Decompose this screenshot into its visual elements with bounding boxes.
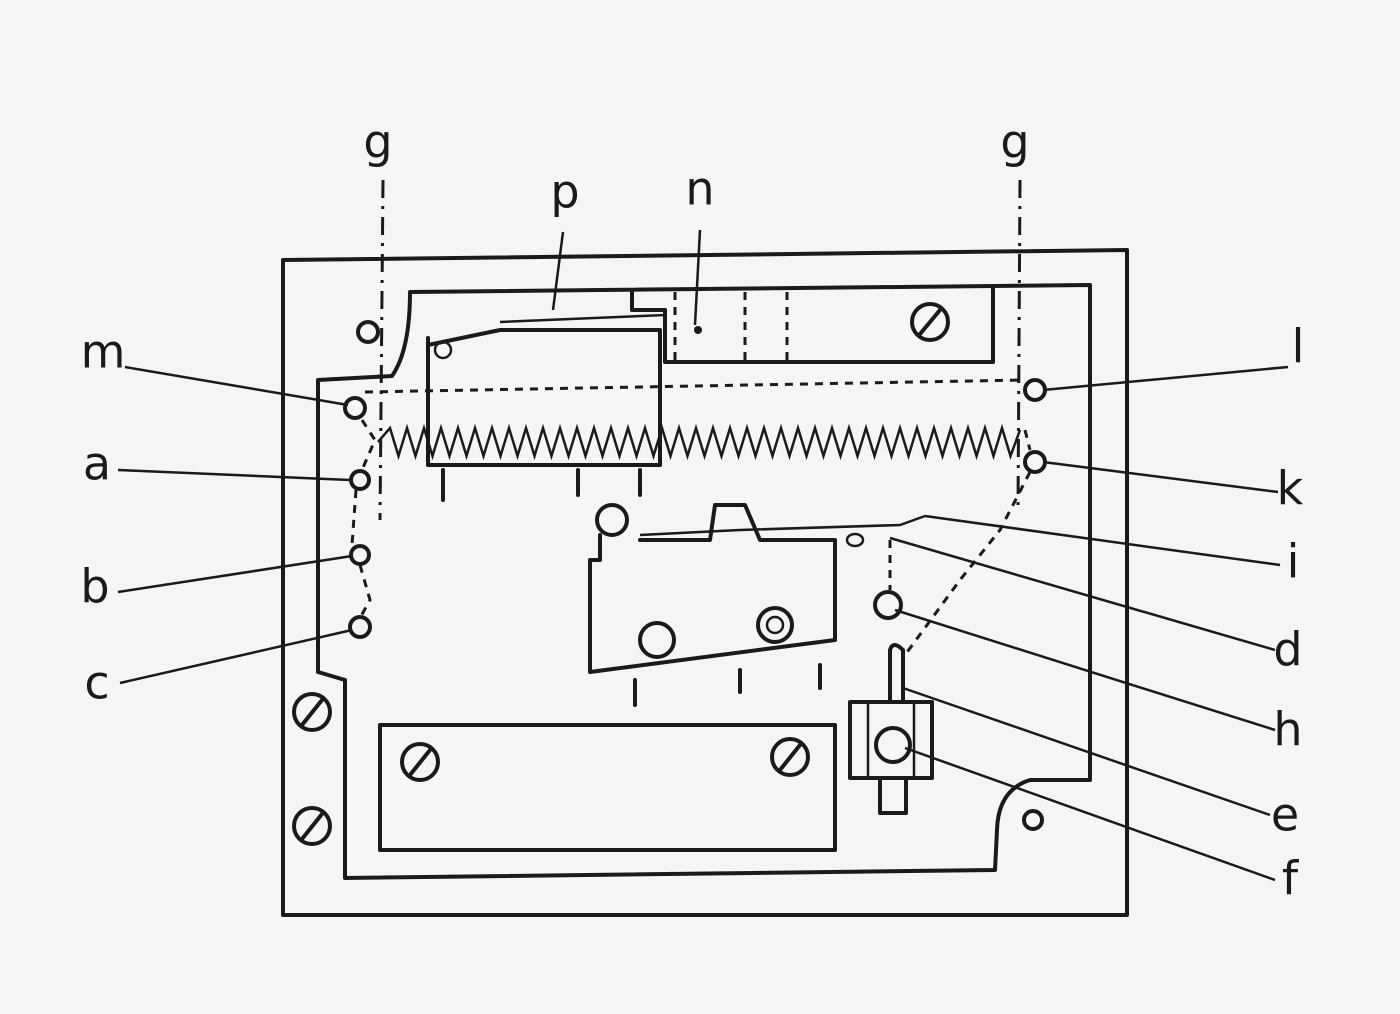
outer-housing bbox=[281, 248, 1129, 917]
label-k: k bbox=[1277, 462, 1304, 516]
inner-cavity bbox=[316, 283, 1092, 880]
label-d: d bbox=[1273, 623, 1302, 677]
label-g-right: g bbox=[1000, 115, 1029, 169]
adjuster-shaft bbox=[878, 776, 908, 815]
micro-switch bbox=[588, 503, 837, 707]
screw-icon bbox=[874, 726, 912, 764]
label-a: a bbox=[83, 437, 111, 491]
tension-spring bbox=[377, 423, 1022, 461]
label-c: c bbox=[84, 656, 109, 710]
screw-icon bbox=[292, 806, 332, 846]
label-b: b bbox=[80, 560, 109, 614]
screw-icon bbox=[910, 302, 950, 342]
left-linkage bbox=[350, 419, 377, 619]
screw-icon bbox=[770, 737, 810, 777]
pivot-b bbox=[349, 544, 371, 566]
pivot-l bbox=[1023, 378, 1047, 402]
label-h: h bbox=[1273, 703, 1302, 757]
plate-n bbox=[630, 286, 995, 364]
label-f: f bbox=[1282, 852, 1300, 906]
axis-g-right bbox=[1016, 179, 1022, 511]
pivot-d bbox=[845, 532, 865, 548]
hole bbox=[356, 320, 380, 344]
label-n: n bbox=[685, 162, 714, 216]
adjuster-e bbox=[888, 643, 905, 702]
lever-p bbox=[499, 313, 667, 330]
screw-icon bbox=[400, 742, 440, 782]
pivot-m bbox=[343, 396, 367, 420]
label-p: p bbox=[550, 165, 579, 219]
label-i: i bbox=[1287, 535, 1300, 589]
screw-icon bbox=[292, 692, 332, 732]
spring-guide-line bbox=[364, 378, 1026, 394]
pivot-h bbox=[873, 590, 903, 620]
label-g-left: g bbox=[363, 115, 392, 169]
lever-i bbox=[639, 514, 926, 537]
label-e: e bbox=[1271, 788, 1299, 842]
axis-g-left bbox=[378, 179, 385, 521]
base-plate bbox=[378, 723, 837, 852]
right-linkage bbox=[903, 471, 1032, 656]
label-m: m bbox=[81, 325, 126, 379]
pivot-a bbox=[349, 469, 371, 491]
leader-lines bbox=[117, 229, 1289, 882]
right-linkage bbox=[1023, 429, 1032, 451]
block-f bbox=[848, 700, 934, 780]
point-n bbox=[694, 326, 702, 334]
label-l: l bbox=[1292, 320, 1305, 374]
pivot-c bbox=[348, 615, 372, 639]
hole bbox=[1022, 809, 1044, 831]
pivot bbox=[433, 340, 453, 360]
pivot-k bbox=[1023, 450, 1047, 474]
